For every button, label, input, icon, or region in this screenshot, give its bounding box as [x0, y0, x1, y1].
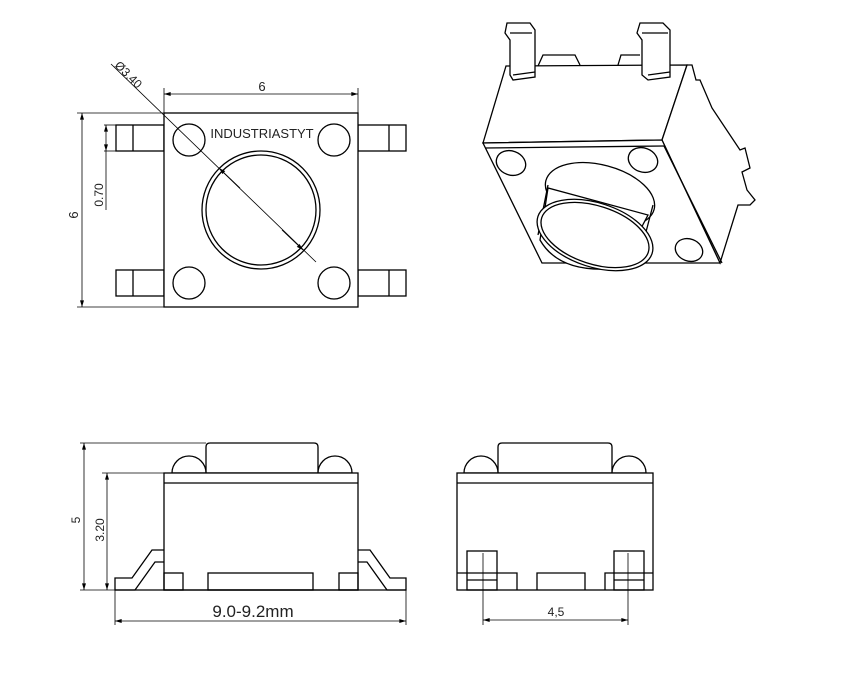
pin-bottom-right	[357, 269, 407, 297]
end-view: 4,5	[456, 442, 654, 625]
mount-hole	[317, 123, 351, 157]
button-outer	[201, 150, 321, 270]
isometric-view	[481, 22, 756, 272]
total-height-dimension: 5	[69, 516, 83, 523]
pin-top-right	[357, 124, 407, 152]
body-height-dimension: 3.20	[93, 518, 107, 542]
mount-hole	[317, 266, 351, 300]
overall-length-dimension: 9.0-9.2mm	[212, 602, 293, 621]
pin-bottom-left	[115, 269, 165, 297]
side-view: 5 3.20 9.0-9.2mm	[69, 442, 407, 625]
mount-hole	[172, 266, 206, 300]
switch-body	[163, 112, 359, 308]
pin-top-left	[115, 124, 165, 152]
pin-width-dimension: 0.70	[92, 183, 106, 207]
brand-label: INDUSTRIASTYT	[210, 126, 313, 141]
button-top	[536, 198, 654, 272]
width-dimension: 6	[258, 79, 265, 94]
pin-pitch-dimension: 4,5	[548, 605, 565, 619]
mount-hole	[172, 123, 206, 157]
top-view: INDUSTRIASTYT 6 6 0.70 Ø3.40	[66, 58, 407, 308]
height-dimension: 6	[66, 211, 81, 218]
button-diameter-dimension: Ø3.40	[112, 58, 145, 91]
button-inner	[205, 154, 317, 266]
